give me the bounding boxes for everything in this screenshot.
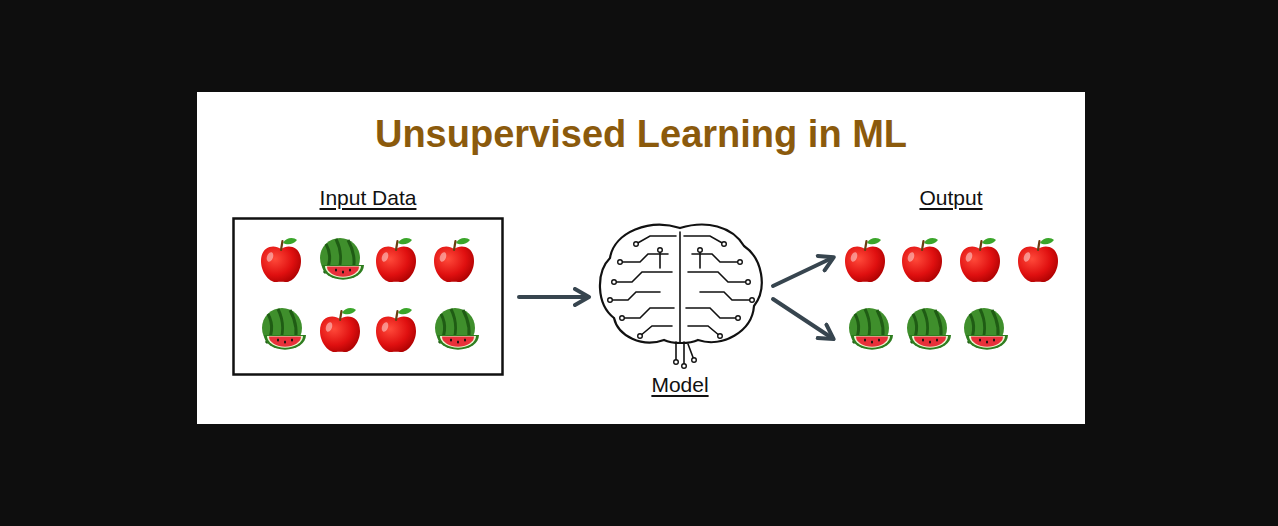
- input-fruits: [261, 238, 479, 352]
- model-brain: Model: [595, 220, 765, 398]
- flow-arrow: [773, 299, 832, 338]
- input-group: Input Data: [233, 185, 503, 375]
- input-frame: [234, 219, 503, 375]
- title-box: Unsupervised Learning in ML: [197, 111, 1085, 157]
- flow-arrow: [773, 258, 832, 286]
- output-fruits: [845, 238, 1058, 350]
- brain-illustration: [600, 225, 762, 369]
- group-heading: Model: [651, 372, 708, 398]
- group-heading: Input Data: [320, 185, 417, 211]
- panel: [197, 92, 1085, 424]
- flow-arrow: [519, 295, 587, 299]
- title: Unsupervised Learning in ML: [375, 111, 907, 157]
- output-group: Output: [835, 185, 1067, 365]
- group-heading: Output: [919, 185, 982, 211]
